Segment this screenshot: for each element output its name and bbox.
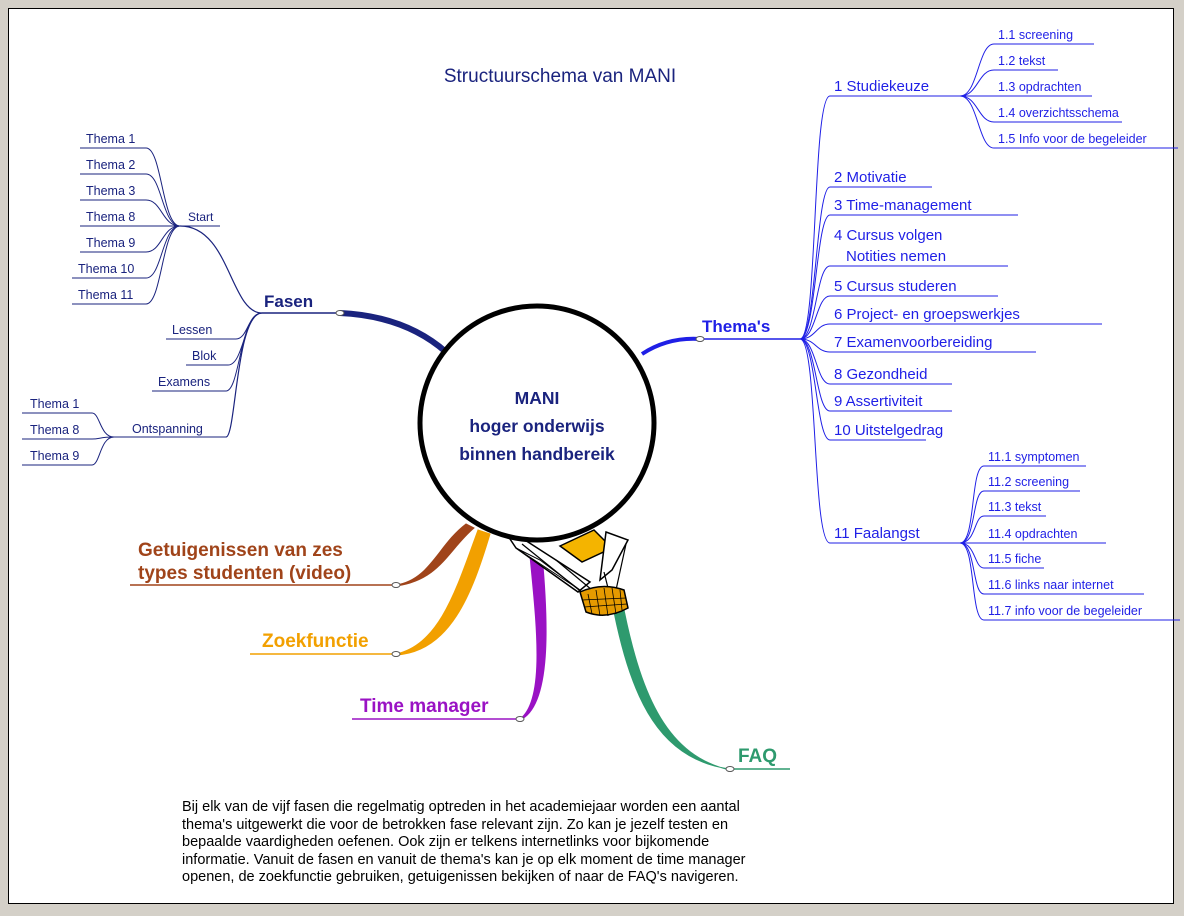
getuigenissen-handle[interactable]	[391, 582, 401, 588]
faalangst-item[interactable]: 11.6 links naar internet	[988, 578, 1114, 592]
faq-handle[interactable]	[725, 766, 735, 772]
thema-item[interactable]: 6 Project- en groepswerkjes	[834, 306, 1020, 323]
thema-item[interactable]: 10 Uitstelgedrag	[834, 422, 943, 439]
start-item[interactable]: Thema 3	[86, 184, 135, 198]
getuigenissen-label-line1[interactable]: Getuigenissen van zes	[138, 540, 343, 561]
fase-item-blok[interactable]: Blok	[192, 349, 217, 363]
ontspanning-label[interactable]: Ontspanning	[132, 422, 203, 436]
branch-getuigenissen: Getuigenissen van zes types studenten (v…	[130, 523, 475, 588]
description-line: bepaalde vaardigheden oefenen. Ook zijn …	[182, 834, 710, 851]
faalangst-item[interactable]: 11.7 info voor de begeleider	[988, 604, 1142, 618]
faalangst-items: 11.1 symptomen 11.2 screening 11.3 tekst…	[988, 450, 1142, 618]
studiekeuze-label[interactable]: 1 Studiekeuze	[834, 78, 929, 95]
studiekeuze-item[interactable]: 1.3 opdrachten	[998, 80, 1081, 94]
start-item[interactable]: Thema 10	[78, 262, 134, 276]
central-line: hoger onderwijs	[469, 416, 604, 436]
fasen-middle-items: Lessen Blok Examens	[158, 323, 217, 389]
description-line: thema's uitgewerkt die voor de betrokken…	[182, 816, 729, 833]
ontspanning-item[interactable]: Thema 9	[30, 449, 79, 463]
faq-label[interactable]: FAQ	[738, 746, 777, 767]
studiekeuze-item[interactable]: 1.5 Info voor de begeleider	[998, 132, 1147, 146]
faalangst-children	[959, 465, 1180, 621]
studiekeuze-item[interactable]: 1.4 overzichtsschema	[998, 106, 1119, 120]
zoekfunctie-handle[interactable]	[391, 651, 401, 657]
start-item[interactable]: Thema 9	[86, 236, 135, 250]
thema-item[interactable]: 7 Examenvoorbereiding	[834, 334, 992, 351]
thema-item[interactable]: 8 Gezondheid	[834, 366, 927, 383]
ontspanning-items: Thema 1 Thema 8 Thema 9	[30, 397, 79, 463]
central-text: MANI hoger onderwijs binnen handbereik	[459, 388, 615, 464]
studiekeuze-item[interactable]: 1.2 tekst	[998, 54, 1046, 68]
ontspanning-item[interactable]: Thema 8	[30, 423, 79, 437]
description-line: Bij elk van de vijf fasen die regelmatig…	[182, 799, 740, 815]
central-line: binnen handbereik	[459, 444, 615, 464]
start-items: Thema 1 Thema 2 Thema 3 Thema 8 Thema 9 …	[78, 132, 135, 302]
faalangst-item[interactable]: 11.2 screening	[988, 475, 1069, 489]
getuigenissen-label-line2[interactable]: types studenten (video)	[138, 563, 351, 584]
start-connector	[179, 225, 263, 314]
diagram-title: Structuurschema van MANI	[444, 66, 676, 87]
fase-item-lessen[interactable]: Lessen	[172, 323, 212, 337]
themas-connector	[640, 336, 701, 356]
thema-item[interactable]: 5 Cursus studeren	[834, 278, 957, 295]
fasen-label[interactable]: Fasen	[264, 292, 313, 311]
faalangst-item[interactable]: 11.1 symptomen	[988, 450, 1080, 464]
thema-item[interactable]: 3 Time-management	[834, 197, 972, 214]
ontspanning-children	[22, 412, 115, 466]
description-line: openen, de zoekfunctie gebruiken, getuig…	[182, 869, 739, 886]
thema-item[interactable]: 2 Motivatie	[834, 169, 907, 186]
thema-item[interactable]: Notities nemen	[846, 248, 946, 265]
start-item[interactable]: Thema 2	[86, 158, 135, 172]
studiekeuze-items: 1.1 screening 1.2 tekst 1.3 opdrachten 1…	[998, 28, 1147, 146]
studiekeuze-children	[959, 43, 1178, 149]
fasen-handle[interactable]	[335, 310, 345, 316]
themas-items: 2 Motivatie 3 Time-management 4 Cursus v…	[834, 169, 1020, 439]
start-item[interactable]: Thema 8	[86, 210, 135, 224]
ontspanning-connector	[225, 312, 263, 438]
branch-themas	[640, 43, 1180, 621]
start-label[interactable]: Start	[188, 210, 214, 224]
fasen-connector	[339, 310, 448, 355]
themas-label[interactable]: Thema's	[702, 317, 770, 336]
branch-fasen	[22, 147, 448, 466]
faalangst-item[interactable]: 11.3 tekst	[988, 500, 1042, 514]
central-node[interactable]	[417, 303, 657, 543]
faalangst-item[interactable]: 11.4 opdrachten	[988, 527, 1077, 541]
thema-item[interactable]: 9 Assertiviteit	[834, 393, 923, 410]
central-title: MANI	[515, 388, 560, 408]
branch-timemanager: Time manager	[352, 553, 547, 722]
faalangst-label[interactable]: 11 Faalangst	[834, 525, 920, 542]
ontspanning-item[interactable]: Thema 1	[30, 397, 79, 411]
timemanager-label[interactable]: Time manager	[360, 696, 489, 717]
branch-faq: FAQ	[613, 609, 790, 772]
faalangst-item[interactable]: 11.5 fiche	[988, 552, 1041, 566]
timemanager-handle[interactable]	[515, 716, 525, 722]
start-item[interactable]: Thema 1	[86, 132, 135, 146]
studiekeuze-item[interactable]: 1.1 screening	[998, 28, 1073, 42]
zoekfunctie-label[interactable]: Zoekfunctie	[262, 631, 369, 652]
themas-handle[interactable]	[695, 336, 705, 342]
description-line: informatie. Vanuit de fasen en vanuit de…	[182, 851, 746, 868]
start-children	[72, 147, 181, 305]
description-text: Bij elk van de vijf fasen die regelmatig…	[182, 799, 942, 887]
start-item[interactable]: Thema 11	[78, 288, 133, 302]
thema-item[interactable]: 4 Cursus volgen	[834, 227, 942, 244]
branch-zoekfunctie: Zoekfunctie	[250, 529, 491, 657]
fase-item-examens[interactable]: Examens	[158, 375, 210, 389]
